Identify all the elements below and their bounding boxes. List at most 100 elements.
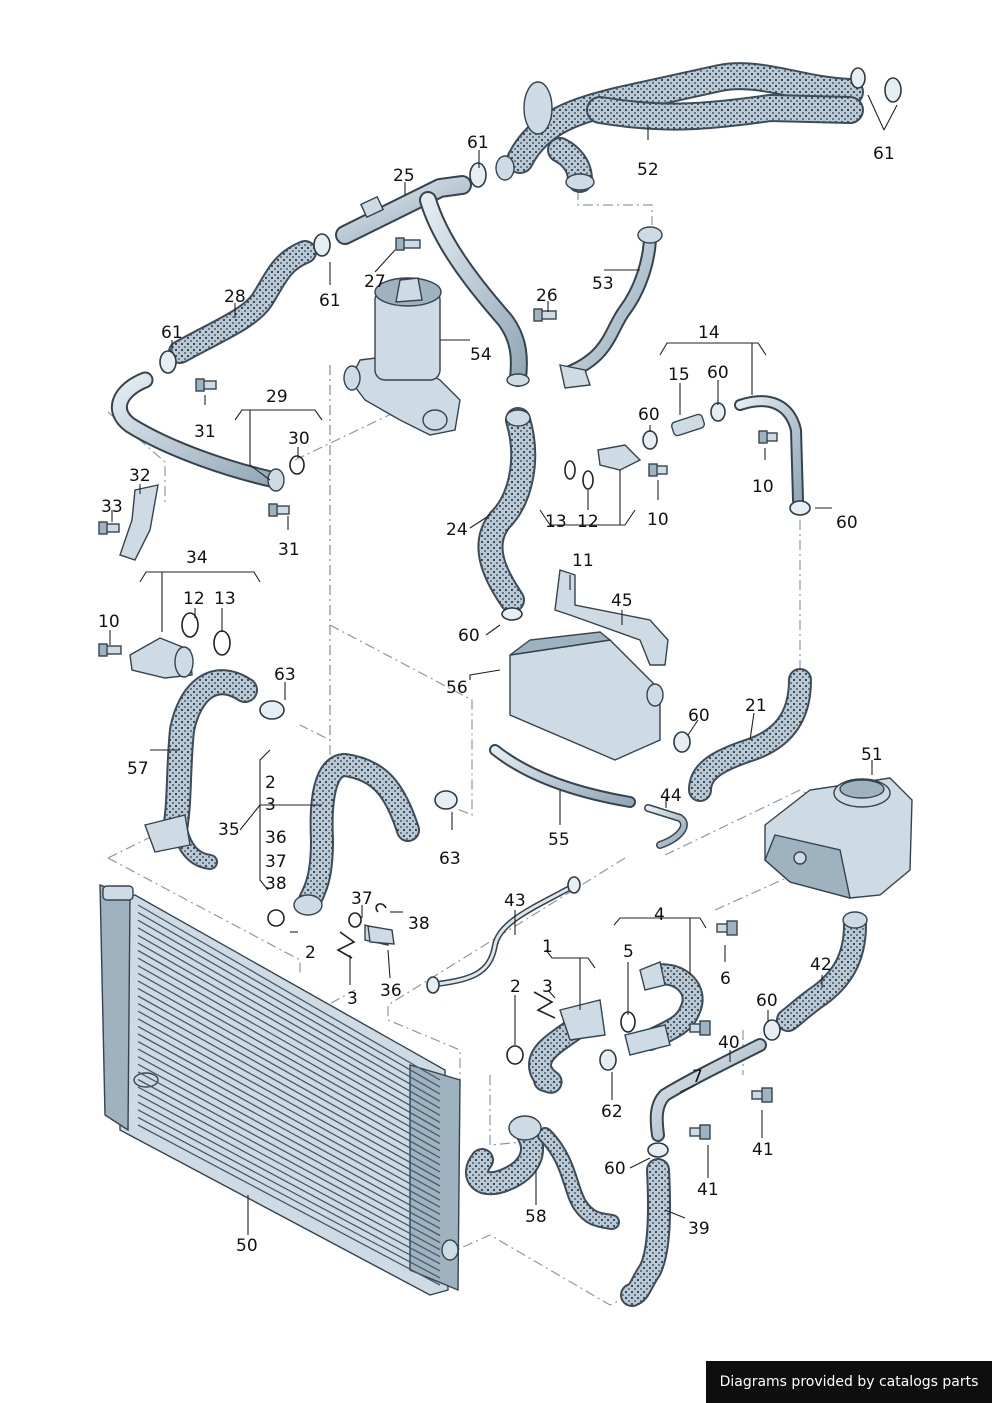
label-21: 21 xyxy=(745,696,767,716)
label-52: 52 xyxy=(637,160,659,180)
radiator-fin xyxy=(137,949,441,1123)
pipe-29 xyxy=(110,371,285,492)
hose-53 xyxy=(559,226,663,389)
label-63: 63 xyxy=(439,849,461,869)
label-38: 38 xyxy=(265,874,287,894)
label-27: 27 xyxy=(364,272,386,292)
label-60: 60 xyxy=(458,626,480,646)
leader-lines xyxy=(109,94,898,1235)
radiator-fin xyxy=(137,1071,441,1237)
sensor-36 xyxy=(367,925,395,945)
radiator-fin xyxy=(137,1003,441,1173)
label-60: 60 xyxy=(836,513,858,533)
label-13: 13 xyxy=(214,589,236,609)
label-29: 29 xyxy=(266,387,288,407)
label-42: 42 xyxy=(810,955,832,975)
coolant-pipe-25 xyxy=(335,175,530,387)
label-36: 36 xyxy=(265,828,287,848)
radiator-fin xyxy=(137,1109,441,1272)
radiator-fin xyxy=(137,957,441,1131)
label-2: 2 xyxy=(265,773,276,793)
label-31: 31 xyxy=(278,540,300,560)
radiator-fin xyxy=(137,987,441,1159)
label-34: 34 xyxy=(186,548,208,568)
label-60: 60 xyxy=(638,405,660,425)
expansion-tank-51 xyxy=(764,777,913,899)
radiator-fin xyxy=(137,1018,441,1187)
label-25: 25 xyxy=(393,166,415,186)
callout-labels: 25 61 52 61 28 61 27 26 53 61 54 29 31 3… xyxy=(98,133,895,1256)
radiator-fin xyxy=(137,1078,441,1244)
radiator-fin xyxy=(137,1086,441,1251)
pipe-44 xyxy=(644,804,688,849)
label-4: 4 xyxy=(654,905,665,925)
radiator-fin xyxy=(137,1025,441,1194)
label-3: 3 xyxy=(347,989,358,1009)
label-50: 50 xyxy=(236,1236,258,1256)
hose-28 xyxy=(168,240,317,364)
label-7: 7 xyxy=(692,1067,703,1087)
label-41: 41 xyxy=(752,1140,774,1160)
label-24: 24 xyxy=(446,520,468,540)
label-55: 55 xyxy=(548,830,570,850)
label-43: 43 xyxy=(504,891,526,911)
label-12: 12 xyxy=(183,589,205,609)
label-45: 45 xyxy=(611,591,633,611)
pipe-55 xyxy=(489,744,636,808)
radiator-fin xyxy=(137,1101,441,1265)
label-40: 40 xyxy=(718,1033,740,1053)
bracket-32 xyxy=(119,484,159,561)
label-3: 3 xyxy=(542,977,553,997)
hose-clamps xyxy=(159,67,902,1158)
label-39: 39 xyxy=(688,1219,710,1239)
label-12: 12 xyxy=(577,512,599,532)
label-10: 10 xyxy=(98,612,120,632)
label-44: 44 xyxy=(660,786,682,806)
radiator-fin xyxy=(137,995,441,1166)
label-10: 10 xyxy=(752,477,774,497)
label-62: 62 xyxy=(601,1102,623,1122)
label-14: 14 xyxy=(698,323,720,343)
label-2: 2 xyxy=(305,943,316,963)
label-35: 35 xyxy=(218,820,240,840)
hose-58 xyxy=(465,1115,620,1230)
radiator-fin xyxy=(137,1063,441,1229)
label-13: 13 xyxy=(545,512,567,532)
label-58: 58 xyxy=(525,1207,547,1227)
label-2: 2 xyxy=(510,977,521,997)
label-54: 54 xyxy=(470,345,492,365)
hose-42 xyxy=(776,911,868,1032)
hose-4 xyxy=(624,961,704,1056)
label-37: 37 xyxy=(265,852,287,872)
label-38: 38 xyxy=(408,914,430,934)
label-61: 61 xyxy=(873,144,895,164)
hose-14 xyxy=(597,395,804,506)
radiator-fin xyxy=(137,1010,441,1180)
label-61: 61 xyxy=(467,133,489,153)
radiator-fin xyxy=(137,904,441,1081)
radiator-fin xyxy=(137,972,441,1145)
label-31: 31 xyxy=(194,422,216,442)
radiator-fin xyxy=(137,912,441,1088)
hose-21 xyxy=(688,668,812,802)
connector-34 xyxy=(129,637,194,679)
pipe-43 xyxy=(427,882,578,988)
label-33: 33 xyxy=(101,497,123,517)
hose-35 xyxy=(293,753,420,946)
label-15: 15 xyxy=(668,365,690,385)
label-61: 61 xyxy=(319,291,341,311)
radiator-fin xyxy=(137,1094,441,1258)
label-60: 60 xyxy=(688,706,710,726)
radiator-fin xyxy=(137,942,441,1116)
label-63: 63 xyxy=(274,665,296,685)
credit-text: Diagrams provided by catalogs parts xyxy=(719,1374,979,1390)
radiator-fin xyxy=(137,980,441,1152)
radiator-fin xyxy=(137,934,441,1109)
hose-57 xyxy=(144,669,258,870)
hose-39 xyxy=(620,1158,672,1307)
label-6: 6 xyxy=(720,969,731,989)
label-32: 32 xyxy=(129,466,151,486)
label-5: 5 xyxy=(623,942,634,962)
label-11: 11 xyxy=(572,551,594,571)
